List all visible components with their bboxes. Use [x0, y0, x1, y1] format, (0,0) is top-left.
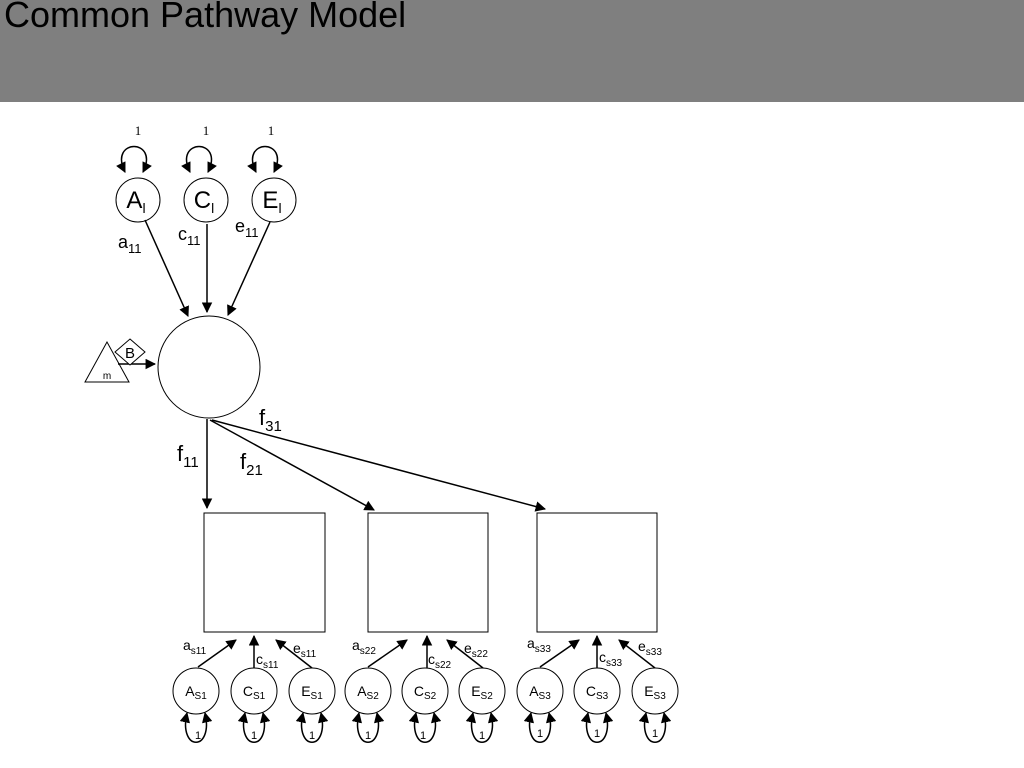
- factor-as2-label: AS2: [357, 683, 379, 702]
- factor-c-label: Cl: [194, 187, 214, 216]
- specific-group-2: as22 cs22 es22 AS2 CS2 ES2 1 1 1: [344, 634, 506, 743]
- variance-loop-as1: [179, 711, 213, 743]
- loading-f31: [211, 419, 547, 512]
- observed-variable-3: [536, 512, 658, 633]
- variance-loop-as2: [351, 711, 385, 743]
- variance-label-cs3: 1: [594, 728, 600, 740]
- factor-cs3-label: CS3: [586, 683, 609, 702]
- variance-label-a: 1: [135, 123, 142, 138]
- loading-label-f11: f11: [177, 441, 199, 471]
- path-e11: [227, 221, 271, 316]
- top-factor-e: 1 El: [247, 123, 297, 223]
- means-triangle-label: m: [103, 371, 111, 382]
- variance-label-es1: 1: [309, 730, 315, 742]
- variance-loop-es1: [295, 711, 329, 743]
- path-label-es11: es11: [293, 640, 317, 660]
- variance-label-cs1: 1: [251, 730, 257, 742]
- observed-variable-1: [203, 512, 326, 633]
- variance-label-es2: 1: [479, 730, 485, 742]
- factor-e-label: El: [262, 187, 281, 216]
- variance-loop-es2: [465, 711, 499, 743]
- path-label-as33: as33: [527, 635, 551, 655]
- specific-group-3: as33 cs33 es33 AS3 CS3 ES3 1 1 1: [516, 634, 679, 743]
- variance-label-as2: 1: [365, 730, 371, 742]
- factor-es2-label: ES2: [471, 683, 493, 702]
- path-es11: [275, 639, 313, 669]
- specific-group-1: as11 cs11 es11 AS1 CS1 ES1 1 1 1: [172, 634, 336, 743]
- factor-cs1-label: CS1: [243, 683, 266, 702]
- path-es33: [618, 639, 656, 669]
- path-a11: [144, 219, 189, 317]
- path-label-es22: es22: [464, 640, 488, 660]
- variance-label-cs2: 1: [420, 730, 426, 742]
- loading-label-f31: f31: [259, 405, 282, 435]
- loading-label-f21: f21: [240, 449, 263, 479]
- slide-header: [0, 0, 1024, 102]
- observed-variable-2: [367, 512, 489, 633]
- means-triangle: [84, 340, 130, 383]
- variance-loop-c: [181, 145, 217, 173]
- path-as22: [367, 639, 408, 668]
- factor-as1-label: AS1: [185, 683, 207, 702]
- factor-es3-label: ES3: [644, 683, 666, 702]
- path-as33: [539, 639, 580, 668]
- means-diamond-label: B: [125, 345, 135, 362]
- slide-title: Common Pathway Model: [4, 0, 407, 35]
- path-label-as11: as11: [183, 637, 207, 657]
- path-es22: [446, 639, 484, 669]
- variance-loop-cs1: [237, 711, 271, 743]
- variance-loop-e: [247, 145, 283, 173]
- variance-loop-as3: [523, 711, 557, 743]
- means-diamond: [114, 338, 146, 366]
- factor-es1-label: ES1: [301, 683, 323, 702]
- variance-loop-a: [116, 145, 152, 173]
- path-label-c11: c11: [178, 224, 201, 248]
- loading-f21: [209, 419, 375, 511]
- common-latent-factor: [157, 315, 261, 419]
- path-label-a11: a11: [118, 232, 142, 256]
- path-label-cs33: cs33: [599, 649, 623, 669]
- factor-cs2-label: CS2: [414, 683, 437, 702]
- path-label-e11: e11: [235, 216, 259, 240]
- means-model: m B: [84, 338, 157, 383]
- variance-label-as3: 1: [537, 728, 543, 740]
- variance-loop-es3: [638, 711, 672, 743]
- top-factor-c: 1 Cl: [181, 123, 229, 223]
- variance-label-c: 1: [203, 123, 210, 138]
- variance-loop-cs3: [580, 711, 614, 743]
- path-as11: [197, 639, 237, 668]
- factor-as3-label: AS3: [529, 683, 551, 702]
- path-label-cs11: cs11: [256, 651, 279, 671]
- variance-label-es3: 1: [652, 728, 658, 740]
- factor-a-label: Al: [126, 187, 145, 216]
- variance-loop-cs2: [408, 711, 442, 743]
- path-label-as22: as22: [352, 637, 376, 657]
- path-label-es33: es33: [638, 638, 662, 658]
- variance-label-as1: 1: [195, 730, 201, 742]
- variance-label-e: 1: [268, 123, 275, 138]
- path-label-cs22: cs22: [428, 651, 452, 671]
- top-factor-a: 1 Al: [115, 123, 161, 223]
